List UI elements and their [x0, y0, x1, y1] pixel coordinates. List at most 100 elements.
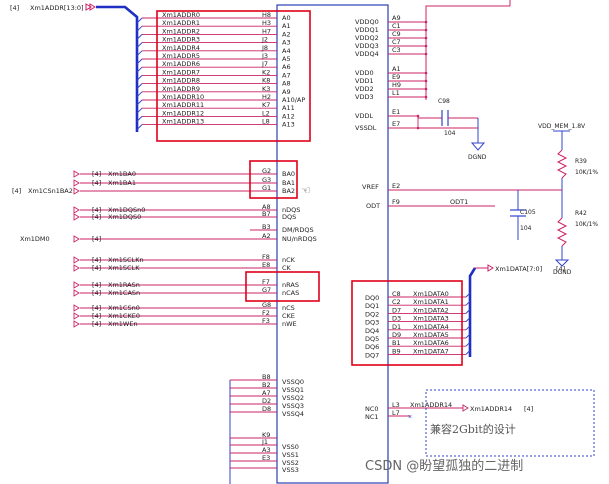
junction-dot [424, 87, 428, 91]
ctrl-pin-name: nRAS [282, 281, 299, 289]
dgnd-label-1: DGND [468, 154, 487, 161]
addr-pin-name: A13 [282, 121, 295, 129]
highlight-bank-box [249, 160, 298, 199]
addr-pin-name: A8 [282, 80, 291, 88]
addr-pin-num: L8 [262, 118, 270, 126]
data-bus-ref: [4] [556, 265, 565, 273]
addr-pin-num: H8 [262, 11, 271, 19]
junction-dot [424, 71, 428, 75]
vss-pin-name: VSSQ4 [282, 410, 304, 418]
data-net-label: Xm1DATA4 [413, 323, 449, 331]
power-pin-num: C1 [392, 22, 401, 30]
vss-pin-num: D8 [262, 405, 271, 413]
port-arrow-icon [73, 170, 80, 178]
port-arrow-icon [73, 206, 80, 214]
vss-pin-num: K9 [262, 431, 270, 439]
ctrl-ref: [4] [92, 213, 101, 221]
junction-dot [424, 36, 428, 40]
odt-pin-num: F9 [392, 198, 400, 206]
addr-net-label: Xm1ADDR4 [162, 44, 200, 52]
addr-bus-entry [136, 124, 143, 130]
port-arrow-icon [73, 187, 80, 195]
data-bus-port-icon [487, 264, 494, 272]
vss-pin-name: VSSQ3 [282, 402, 304, 410]
c98-value: 104 [444, 130, 456, 137]
ctrl-pin-name: DM/RDQS [282, 226, 314, 234]
ctrl-net-label: Xm1CKE0 [108, 312, 140, 320]
ctrl-net-label: Xm1DQS0 [108, 213, 141, 221]
addr-pin-name: A3 [282, 39, 291, 47]
ctrl-pin-num: B7 [262, 210, 271, 218]
data-bus-entry [465, 300, 471, 306]
ctrl-pin-name: DQS [282, 213, 296, 221]
r42-value: 10K/1% [575, 221, 598, 228]
ctrl-pin-num: G8 [262, 301, 271, 309]
ctrl-ref: [4] [92, 170, 101, 178]
data-bus-entry [465, 325, 471, 331]
vss-pin-num: B2 [262, 381, 271, 389]
ctrl-ref: [4] [92, 312, 101, 320]
data-net-label: Xm1DATA1 [413, 298, 449, 306]
data-pin-name: DQ6 [365, 343, 379, 351]
vss-pin-num: D2 [262, 397, 271, 405]
addr-bus-entry [136, 91, 143, 98]
power-pin-name: VSSDL [355, 124, 377, 132]
nc-pin-name: NC1 [365, 413, 379, 421]
addr-pin-num: K8 [262, 77, 270, 85]
data-pin-name: DQ1 [365, 302, 379, 310]
highlight-ras-cas-box [245, 271, 320, 302]
addr-pin-name: A11 [282, 104, 295, 112]
addr-pin-name: A4 [282, 47, 291, 55]
ctrl-ref: [4] [92, 179, 101, 187]
addr-net-label: Xm1ADDR6 [162, 60, 200, 68]
addr-bus-entry [136, 99, 143, 106]
addr-pin-num: J3 [261, 52, 268, 60]
ddr2-chip-body [276, 4, 389, 484]
power-pin-num: A1 [392, 65, 401, 73]
addr-bus-entry [136, 34, 143, 40]
addr-bus-entry [136, 25, 143, 32]
odt-net-label: ODT1 [450, 198, 468, 206]
addr-bus-entry [136, 75, 143, 81]
ctrl-ref: [4] [92, 304, 101, 312]
data-net-label: Xm1DATA0 [413, 290, 449, 298]
port-arrow-icon [73, 289, 80, 297]
ctrl-pin-num: F2 [262, 309, 270, 317]
ctrl-net-label: Xm1CSn1BA2 [28, 187, 73, 195]
ground-icon [470, 142, 486, 151]
addr-bus-entry [136, 66, 143, 73]
addr-pin-name: A5 [282, 55, 291, 63]
ctrl-pin-num: F8 [262, 253, 270, 261]
data-pin-num: C2 [392, 298, 401, 306]
vss-pin-name: VSSQ1 [282, 386, 304, 394]
data-pin-name: DQ5 [365, 335, 379, 343]
addr-bus-entry [136, 17, 143, 24]
odt-pin-name: ODT [366, 202, 380, 210]
ctrl-pin-num: A2 [262, 232, 271, 240]
addr-pin-name: A12 [282, 112, 295, 120]
c105-ref: C105 [520, 209, 536, 216]
vref-pin-num: E2 [392, 182, 400, 190]
nc-pin-name: NC0 [365, 405, 379, 413]
highlight-data-box [351, 280, 463, 366]
nc-pin-num: L3 [392, 401, 400, 409]
addr-bus-ref: [4] [10, 4, 19, 12]
data-bus-entry [465, 341, 471, 347]
ctrl-ref: [4] [92, 235, 101, 243]
port-arrow-icon [73, 264, 80, 272]
addr-pin-num: K7 [262, 101, 270, 109]
power-pin-name: VDDQ0 [355, 18, 379, 26]
data-net-label: Xm1DATA3 [413, 315, 449, 323]
power-pin-num: C3 [392, 46, 401, 54]
addr-pin-num: H3 [262, 19, 271, 27]
vdd-mem-label: VDD_MEM_1.8V [538, 123, 586, 130]
ctrl-pin-num: G2 [262, 167, 271, 175]
data-pin-num: D7 [392, 306, 401, 314]
nc-dest-ref: [4] [524, 405, 533, 413]
power-pin-name: VDD0 [355, 69, 374, 77]
port-arrow-icon [73, 235, 80, 243]
ctrl-pin-num: G3 [262, 176, 271, 184]
